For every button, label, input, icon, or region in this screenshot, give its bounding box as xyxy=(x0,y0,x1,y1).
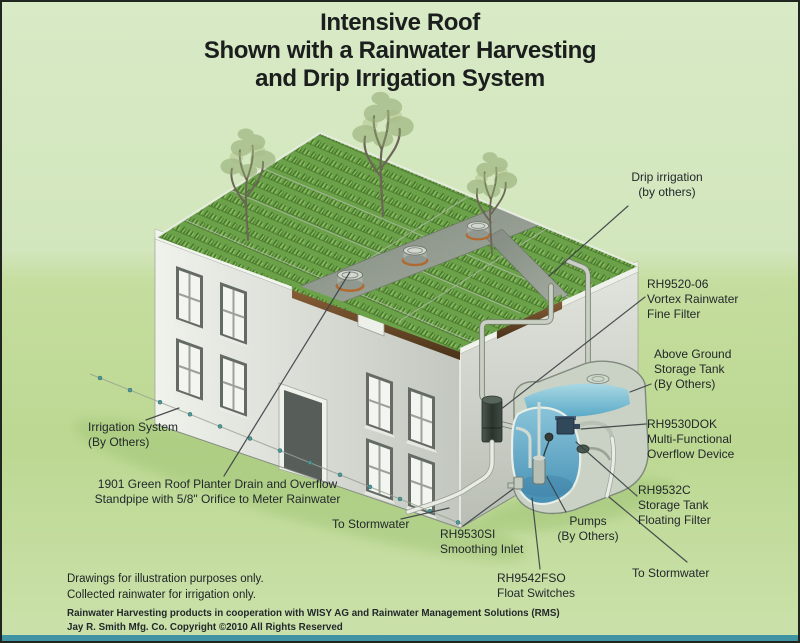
leader-vortex-filter xyxy=(499,296,646,411)
label-pumps: Pumps (By Others) xyxy=(553,514,623,544)
footnote-line: Drawings for illustration purposes only. xyxy=(67,573,264,585)
credits: Rainwater Harvesting products in coopera… xyxy=(67,607,560,635)
label-line: Fine Filter xyxy=(647,307,701,321)
label-line: (By Others) xyxy=(88,435,150,449)
footnote-line: Collected rainwater for irrigation only. xyxy=(67,589,256,601)
roof-drain xyxy=(465,221,491,241)
green-roof xyxy=(156,90,639,352)
door xyxy=(278,382,328,484)
label-line: Storage Tank xyxy=(638,498,709,512)
storage-tank xyxy=(507,360,649,514)
roof-walkway-branch xyxy=(485,228,569,305)
label-line: Multi-Functional xyxy=(647,432,732,446)
stormwater-pipe-left xyxy=(405,439,495,515)
leader-floating-filter xyxy=(575,441,638,497)
footnotes: Drawings for illustration purposes only.… xyxy=(67,571,264,603)
label-line: Overflow Device xyxy=(647,447,735,461)
leader-lines xyxy=(145,205,688,570)
label-line: Pumps xyxy=(569,514,607,528)
overflow-device xyxy=(555,416,580,435)
label-line: Storage Tank xyxy=(654,362,725,376)
leader-pumps xyxy=(546,476,567,513)
leader-overflow-device xyxy=(580,423,647,430)
label-line: Float Switches xyxy=(497,586,576,600)
leader-float-switches xyxy=(531,497,541,570)
window xyxy=(217,353,250,421)
title-line: and Drip Irrigation System xyxy=(255,65,545,92)
window xyxy=(173,337,206,405)
label-line: (By Others) xyxy=(557,529,619,543)
label-float-switches: RH9542FSO Float Switches xyxy=(497,571,575,601)
credit-line: Jay R. Smith Mfg. Co. Copyright ©2010 Al… xyxy=(67,622,343,633)
leader-stormwater-right xyxy=(608,496,688,563)
label-line: Floating Filter xyxy=(638,513,711,527)
stormwater-pipe-right xyxy=(604,435,616,499)
label-to-stormwater-right: To Stormwater xyxy=(632,566,709,581)
diagram-title: Intensive Roof Shown with a Rainwater Ha… xyxy=(0,9,800,93)
label-line: Standpipe with 5/8" Orifice to Meter Rai… xyxy=(94,492,341,506)
label-line: Smoothing Inlet xyxy=(440,542,524,556)
label-smoothing-inlet: RH9530SI Smoothing Inlet xyxy=(440,527,523,557)
label-line: RH9542FSO xyxy=(497,571,566,585)
label-line: (by others) xyxy=(638,185,696,199)
label-line: To Stormwater xyxy=(332,517,410,531)
tank-lid xyxy=(586,374,610,384)
leader-irrigation-system xyxy=(145,407,180,421)
label-drip-irrigation: Drip irrigation (by others) xyxy=(626,170,708,200)
label-line: Above Ground xyxy=(654,347,732,361)
label-line: RH9530DOK xyxy=(647,417,718,431)
label-line: To Stormwater xyxy=(632,566,710,580)
window xyxy=(363,437,396,505)
smoothing-inlet xyxy=(507,476,524,490)
label-to-stormwater-left: To Stormwater xyxy=(332,517,409,532)
label-floating-filter: RH9532C Storage Tank Floating Filter xyxy=(638,483,711,528)
leader-stormwater-left xyxy=(400,507,450,520)
grass-fringe xyxy=(292,283,460,352)
bottom-accent-bar xyxy=(2,635,798,641)
label-line: Vortex Rainwater xyxy=(647,292,739,306)
credit-line: Rainwater Harvesting products in coopera… xyxy=(67,608,560,619)
window xyxy=(173,265,206,333)
label-overflow-device: RH9530DOK Multi-Functional Overflow Devi… xyxy=(647,417,734,462)
title-line: Shown with a Rainwater Harvesting xyxy=(203,37,597,64)
label-irrigation-system: Irrigation System (By Others) xyxy=(88,420,178,450)
irrigation-line xyxy=(89,373,463,525)
leader-drip-irrigation xyxy=(548,205,629,277)
label-line: RH9520-06 xyxy=(647,277,709,291)
drip-riser-pipe xyxy=(565,258,591,371)
label-line: 1901 Green Roof Planter Drain and Overfl… xyxy=(97,477,338,491)
leader-roof-drain xyxy=(223,271,351,477)
leader-smoothing-inlet xyxy=(462,488,514,527)
label-line: RH9532C xyxy=(638,483,691,497)
leader-storage-tank xyxy=(629,383,652,393)
label-line: Drip irrigation xyxy=(631,170,703,184)
label-vortex-filter: RH9520-06 Vortex Rainwater Fine Filter xyxy=(647,277,738,322)
roof-drain xyxy=(401,245,429,267)
window xyxy=(363,371,396,439)
label-line: (By Others) xyxy=(654,377,716,391)
title-line: Intensive Roof xyxy=(320,9,480,36)
label-roof-drain: 1901 Green Roof Planter Drain and Overfl… xyxy=(90,477,345,507)
label-line: RH9530SI xyxy=(440,527,496,541)
label-storage-tank: Above Ground Storage Tank (By Others) xyxy=(654,347,731,392)
pump xyxy=(532,455,546,485)
label-line: Irrigation System xyxy=(88,420,179,434)
window xyxy=(217,281,250,349)
window xyxy=(405,386,438,454)
